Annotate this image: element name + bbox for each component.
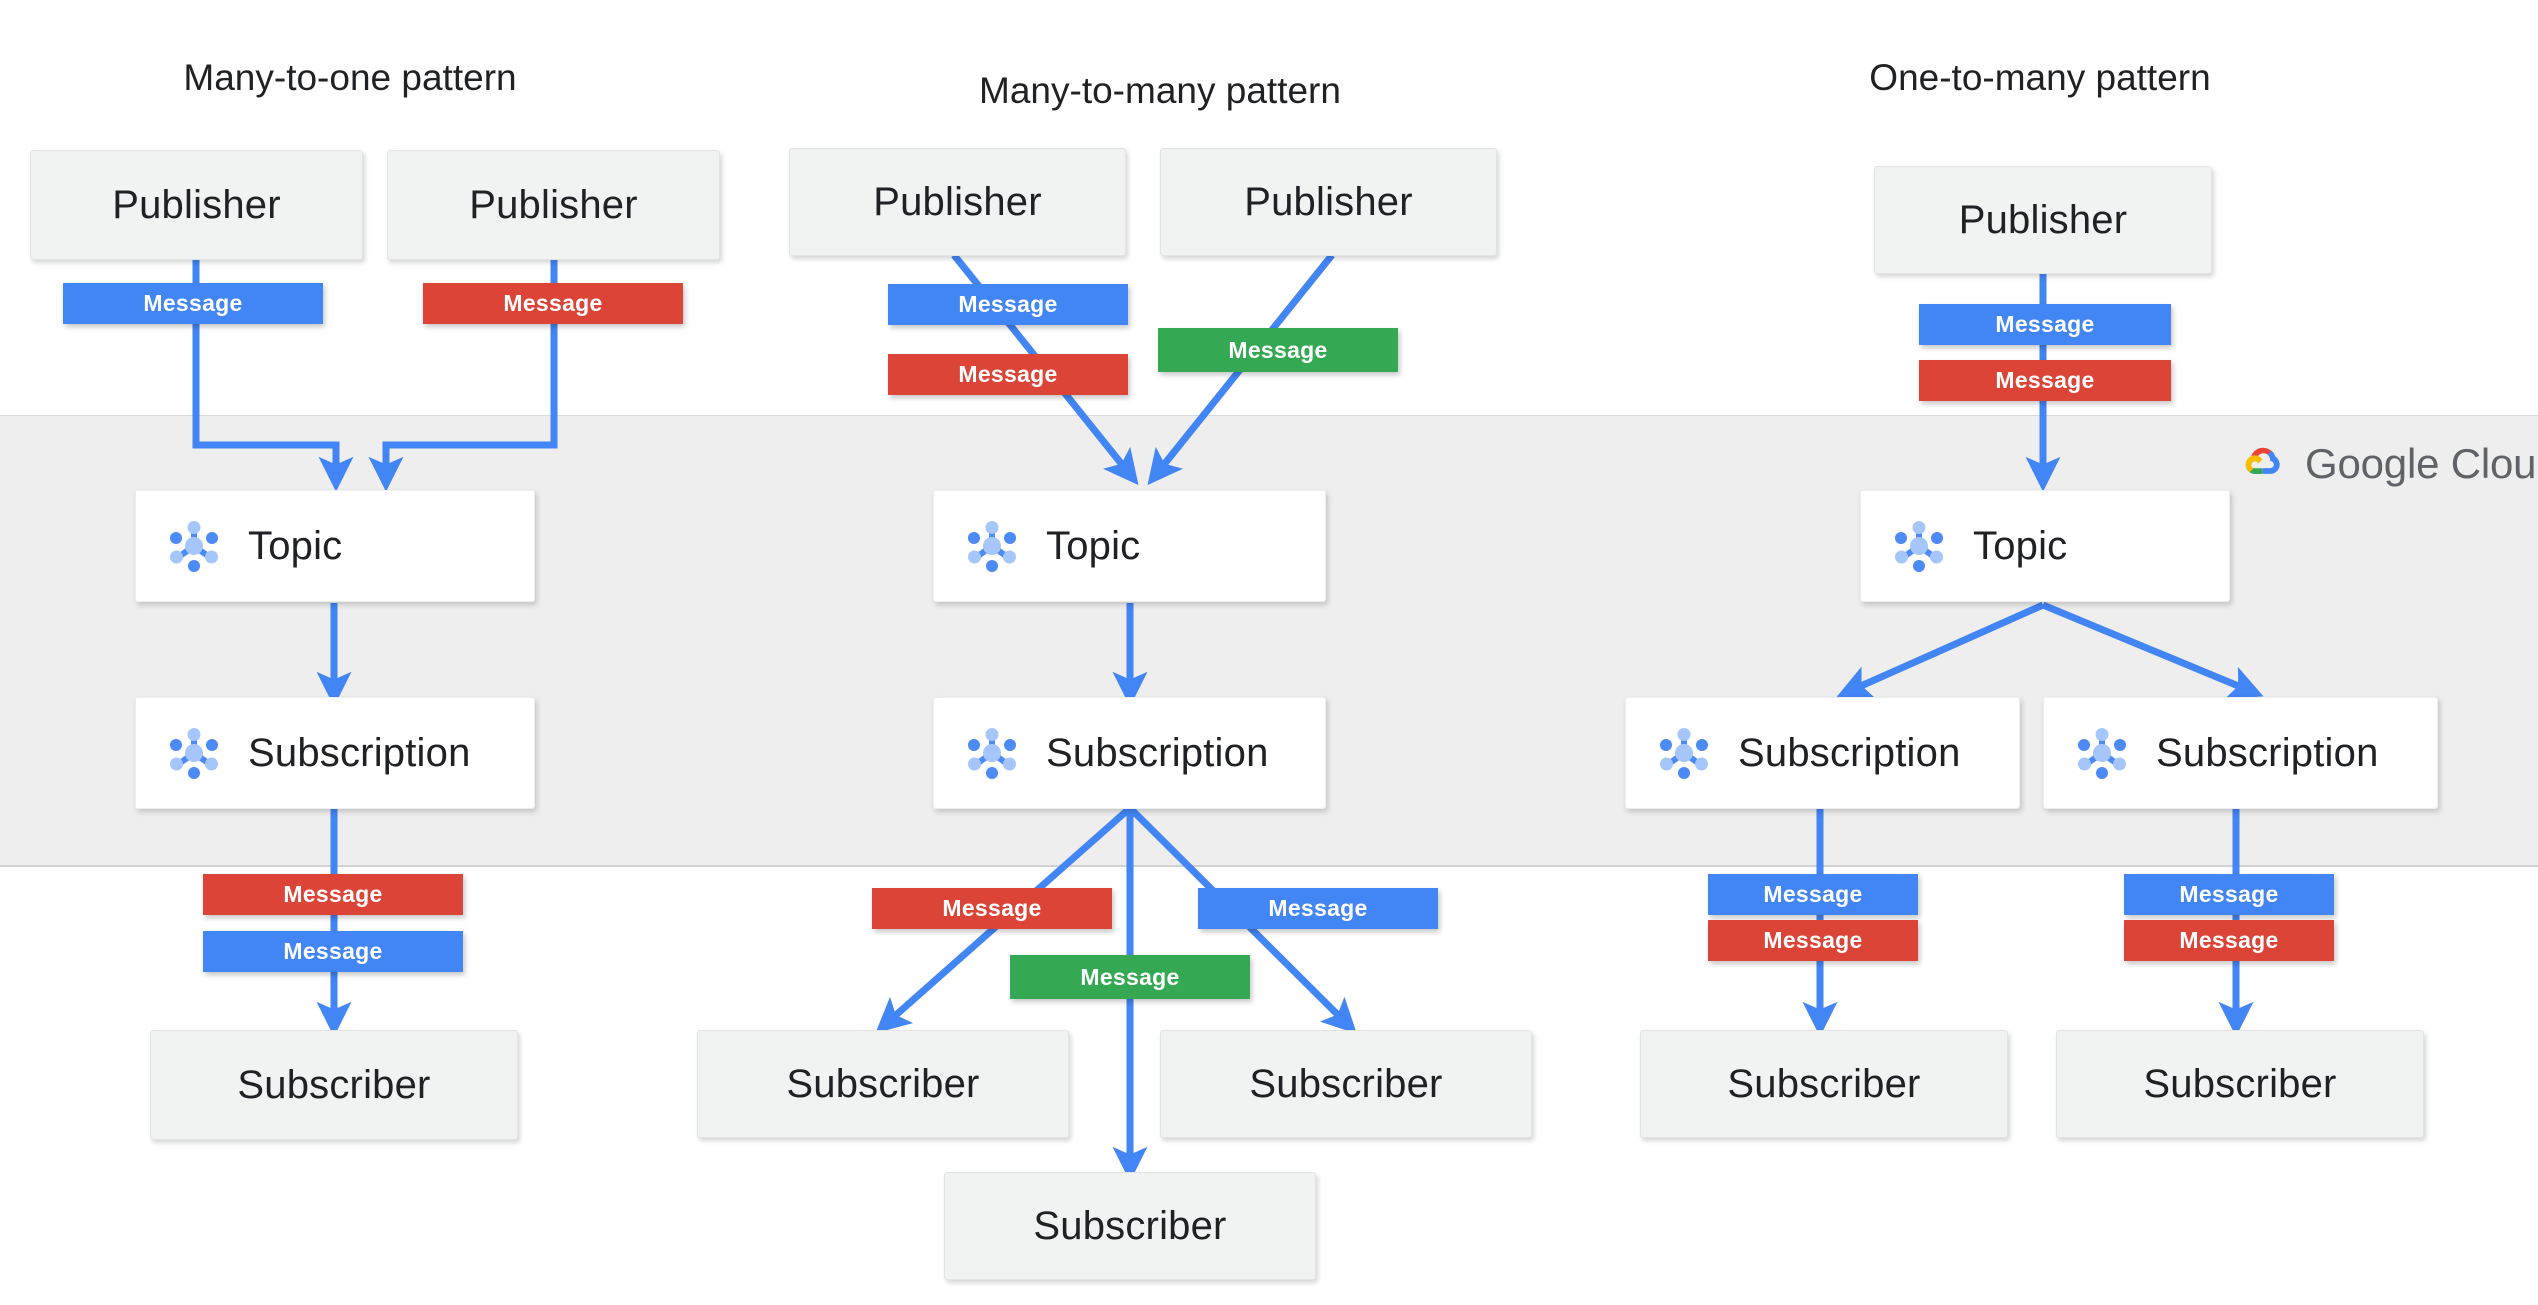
- subscriber-label: Subscriber: [1727, 1061, 1921, 1106]
- message-chip: Message: [872, 888, 1112, 929]
- message-chip: Message: [1708, 920, 1918, 961]
- arrow-topic-to-subscription-right-c3: [2041, 601, 2264, 700]
- subscriber-box[interactable]: Subscriber: [944, 1172, 1316, 1280]
- message-label: Message: [1995, 311, 2095, 337]
- message-label: Message: [283, 938, 383, 964]
- pubsub-topic-icon: [166, 518, 222, 574]
- message-chip: Message: [1919, 304, 2171, 345]
- message-label: Message: [2179, 927, 2279, 953]
- subscription-box[interactable]: Subscription: [2043, 697, 2438, 809]
- publisher-box[interactable]: Publisher: [30, 150, 363, 260]
- message-chip: Message: [203, 874, 463, 915]
- column-title-many-to-many: Many-to-many pattern: [979, 70, 1341, 111]
- message-label: Message: [1228, 336, 1328, 363]
- message-chip: Message: [2124, 874, 2334, 915]
- pubsub-subscription-icon: [1656, 725, 1712, 781]
- subscriber-box[interactable]: Subscriber: [1160, 1030, 1532, 1138]
- topic-label: Topic: [1046, 523, 1141, 568]
- pubsub-topic-icon: [1891, 518, 1947, 574]
- publisher-box[interactable]: Publisher: [789, 148, 1126, 256]
- publisher-label: Publisher: [112, 182, 281, 227]
- message-chip: Message: [1919, 360, 2171, 401]
- subscription-label: Subscription: [1738, 730, 1961, 775]
- message-label: Message: [143, 290, 243, 316]
- topic-label: Topic: [248, 523, 343, 568]
- column-title-many-to-one: Many-to-one pattern: [183, 57, 517, 98]
- google-cloud-wordmark: Google Cloud: [2305, 440, 2538, 487]
- pubsub-subscription-icon: [166, 725, 222, 781]
- topic-box[interactable]: Topic: [135, 490, 535, 602]
- pubsub-subscription-icon: [2074, 725, 2130, 781]
- subscription-label: Subscription: [2156, 730, 2379, 775]
- topic-label: Topic: [1973, 523, 2068, 568]
- topic-box[interactable]: Topic: [1860, 490, 2230, 602]
- message-label: Message: [2179, 881, 2279, 907]
- publisher-box[interactable]: Publisher: [1160, 148, 1497, 256]
- publisher-box[interactable]: Publisher: [1874, 166, 2212, 274]
- message-chip: Message: [1010, 955, 1250, 999]
- message-chip: Message: [1708, 874, 1918, 915]
- subscriber-box[interactable]: Subscriber: [1640, 1030, 2008, 1138]
- column-title-one-to-many: One-to-many pattern: [1869, 57, 2211, 98]
- pubsub-subscription-icon: [964, 725, 1020, 781]
- publisher-label: Publisher: [1958, 197, 2128, 242]
- publisher-label: Publisher: [873, 179, 1042, 224]
- message-label: Message: [958, 291, 1058, 317]
- message-label: Message: [1268, 895, 1368, 921]
- subscriber-box[interactable]: Subscriber: [150, 1030, 518, 1140]
- message-chip: Message: [1158, 328, 1398, 372]
- google-cloud-logo: Google Cloud: [2236, 440, 2538, 488]
- subscriber-label: Subscriber: [237, 1062, 431, 1107]
- message-label: Message: [942, 895, 1042, 921]
- message-chip: Message: [1198, 888, 1438, 929]
- message-chip: Message: [203, 931, 463, 972]
- message-label: Message: [283, 881, 383, 907]
- message-label: Message: [1763, 881, 1863, 907]
- publisher-label: Publisher: [469, 182, 638, 227]
- google-cloud-logo-icon: [2245, 447, 2280, 474]
- message-chip: Message: [2124, 920, 2334, 961]
- message-label: Message: [958, 361, 1058, 387]
- message-chip: Message: [423, 283, 683, 324]
- message-label: Message: [1080, 963, 1180, 990]
- subscription-box[interactable]: Subscription: [135, 697, 535, 809]
- pubsub-topic-icon: [964, 518, 1020, 574]
- message-label: Message: [1995, 367, 2095, 393]
- subscriber-box[interactable]: Subscriber: [2056, 1030, 2424, 1138]
- message-chip: Message: [63, 283, 323, 324]
- subscriber-label: Subscriber: [2143, 1061, 2337, 1106]
- publisher-label: Publisher: [1244, 179, 1413, 224]
- subscription-label: Subscription: [248, 730, 471, 775]
- arrow-topic-to-subscription-left-c3: [1836, 601, 2045, 699]
- subscriber-label: Subscriber: [1249, 1061, 1443, 1106]
- arrow-publisher1-to-topic: [192, 258, 354, 492]
- topic-box[interactable]: Topic: [933, 490, 1326, 602]
- subscription-box[interactable]: Subscription: [933, 697, 1326, 809]
- subscriber-label: Subscriber: [786, 1061, 980, 1106]
- message-chip: Message: [888, 354, 1128, 395]
- message-chip: Message: [888, 284, 1128, 325]
- subscriber-label: Subscriber: [1033, 1203, 1227, 1248]
- publisher-box[interactable]: Publisher: [387, 150, 720, 260]
- subscriber-box[interactable]: Subscriber: [697, 1030, 1069, 1138]
- arrow-publisher2-to-topic: [368, 258, 558, 492]
- subscription-box[interactable]: Subscription: [1625, 697, 2020, 809]
- message-label: Message: [1763, 927, 1863, 953]
- subscription-label: Subscription: [1046, 730, 1269, 775]
- message-label: Message: [503, 290, 603, 316]
